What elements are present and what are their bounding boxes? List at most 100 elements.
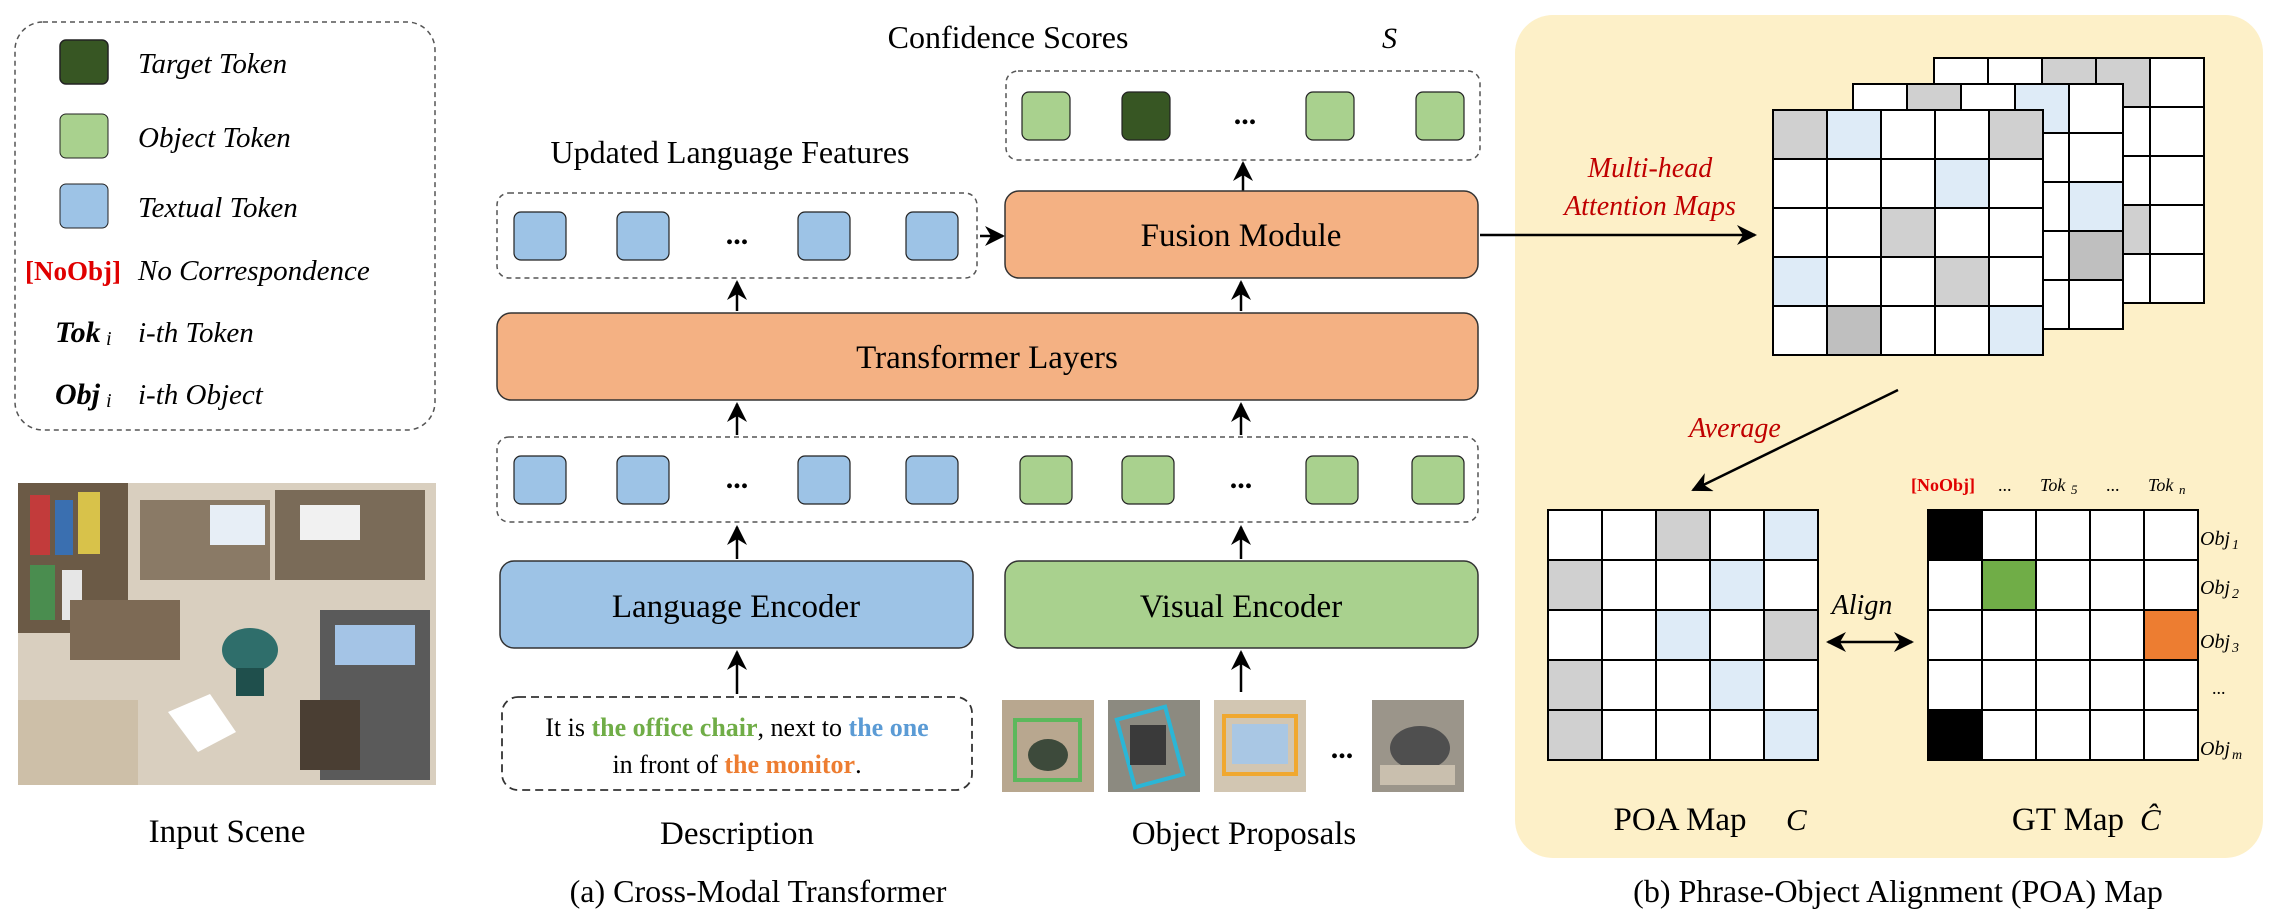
legend-noobj-tag: [NoObj] bbox=[25, 256, 121, 286]
gt-row-objm: Obj bbox=[2200, 738, 2230, 760]
transformer-layers-block bbox=[496, 312, 1479, 401]
gt-cell bbox=[1981, 609, 2037, 661]
input-object-token-3 bbox=[1305, 455, 1359, 505]
poa-cell bbox=[1547, 559, 1603, 611]
object-proposal-2 bbox=[1108, 700, 1200, 792]
object-proposals-label: Object Proposals bbox=[1132, 816, 1357, 852]
poa-cell bbox=[1655, 659, 1711, 711]
confidence-token-3 bbox=[1305, 91, 1355, 141]
updated-token-3 bbox=[797, 211, 851, 261]
confidence-token-1 bbox=[1021, 91, 1071, 141]
gt-map-label: GT Map bbox=[2012, 802, 2124, 838]
gt-cell bbox=[2089, 559, 2145, 611]
gt-cell bbox=[1927, 509, 1983, 561]
confidence-token-4 bbox=[1415, 91, 1465, 141]
updated-token-1 bbox=[513, 211, 567, 261]
gt-row-obj2: Obj bbox=[2200, 577, 2230, 599]
legend-textual-swatch bbox=[59, 183, 109, 229]
gt-cell bbox=[1927, 609, 1983, 661]
description-monitor-phrase: the monitor bbox=[724, 750, 855, 779]
attention-back-cell bbox=[2149, 106, 2205, 157]
poa-cell bbox=[1763, 609, 1819, 661]
attention-front-cell bbox=[1880, 109, 1936, 160]
gt-cell bbox=[1981, 559, 2037, 611]
poa-cell bbox=[1709, 559, 1765, 611]
poa-cell bbox=[1547, 609, 1603, 661]
legend-object-swatch bbox=[59, 113, 109, 159]
attention-front-cell bbox=[1988, 305, 2044, 356]
legend-object-label: Object Token bbox=[138, 122, 291, 154]
input-token-container bbox=[496, 436, 1479, 523]
attention-front-cell bbox=[1988, 158, 2044, 209]
poa-cell bbox=[1655, 559, 1711, 611]
poa-cell bbox=[1601, 659, 1657, 711]
panel-a-caption: (a) Cross-Modal Transformer bbox=[570, 873, 947, 909]
confidence-scores-symbol: S bbox=[1382, 22, 1397, 55]
description-part-1: It is bbox=[545, 713, 591, 742]
poa-cell bbox=[1655, 609, 1711, 661]
input-scene-label: Input Scene bbox=[149, 814, 306, 850]
confidence-token-container bbox=[1005, 70, 1481, 161]
average-label: Average bbox=[1687, 413, 1781, 444]
input-text-token-3 bbox=[797, 455, 851, 505]
proposals-ellipsis: ... bbox=[1331, 732, 1354, 765]
poa-map-label: POA Map bbox=[1614, 802, 1747, 838]
description-part-3: , next to bbox=[758, 713, 849, 742]
gt-cell bbox=[2143, 659, 2199, 711]
language-encoder-label: Language Encoder bbox=[612, 589, 860, 625]
multihead-label-line1: Multi-head bbox=[1587, 153, 1713, 184]
gt-cell bbox=[2143, 509, 2199, 561]
poa-cell bbox=[1547, 509, 1603, 561]
gt-cell bbox=[2143, 709, 2199, 761]
legend-tok-desc: i-th Token bbox=[138, 317, 254, 349]
description-anchor-phrase: the one bbox=[849, 713, 929, 742]
attention-front-cell bbox=[1772, 305, 1828, 356]
poa-cell bbox=[1763, 559, 1819, 611]
legend-obj-desc: i-th Object bbox=[138, 379, 264, 411]
attention-front-cell bbox=[1772, 158, 1828, 209]
poa-cell bbox=[1601, 709, 1657, 761]
poa-cell bbox=[1601, 559, 1657, 611]
updated-token-4 bbox=[905, 211, 959, 261]
attention-front-cell bbox=[1826, 207, 1882, 258]
gt-cell bbox=[1927, 709, 1983, 761]
poa-cell bbox=[1547, 709, 1603, 761]
gt-row-obj2-sub: 2 bbox=[2232, 587, 2239, 602]
gt-row-obj3-sub: 3 bbox=[2231, 641, 2239, 656]
attention-front-cell bbox=[1880, 256, 1936, 307]
description-label: Description bbox=[660, 816, 814, 852]
description-line-2: in front of the monitor. bbox=[612, 750, 861, 779]
attention-middle-cell bbox=[2068, 181, 2124, 232]
object-proposal-3 bbox=[1214, 700, 1306, 792]
legend-textual-label: Textual Token bbox=[138, 192, 298, 224]
attention-middle-cell bbox=[2068, 279, 2124, 330]
confidence-scores-label: Confidence Scores bbox=[888, 19, 1129, 55]
poa-cell bbox=[1655, 509, 1711, 561]
gt-cell bbox=[2035, 659, 2091, 711]
attention-front-cell bbox=[1934, 109, 1990, 160]
poa-cell bbox=[1709, 659, 1765, 711]
gt-row-obj1-sub: 1 bbox=[2232, 538, 2239, 553]
attention-front-cell bbox=[1880, 207, 1936, 258]
language-encoder-block bbox=[499, 560, 974, 649]
gt-cell bbox=[2035, 609, 2091, 661]
legend-target-swatch bbox=[59, 39, 109, 85]
confidence-token-target bbox=[1121, 91, 1171, 141]
gt-row-objm-sub: m bbox=[2232, 748, 2242, 763]
input-scene-image bbox=[18, 483, 436, 785]
gt-cell bbox=[2035, 559, 2091, 611]
attention-back-cell bbox=[2149, 155, 2205, 206]
attention-front-cell bbox=[1988, 109, 2044, 160]
attention-front-cell bbox=[1934, 256, 1990, 307]
fusion-module-label: Fusion Module bbox=[1141, 218, 1342, 254]
visual-encoder-block bbox=[1004, 560, 1479, 649]
updated-ellipsis: ... bbox=[726, 218, 749, 251]
legend: Target Token Object Token Textual Token … bbox=[14, 21, 436, 431]
legend-tok-subscript: i bbox=[106, 328, 112, 350]
description-part-7: . bbox=[855, 750, 862, 779]
input-text-token-1 bbox=[513, 455, 567, 505]
attention-front-cell bbox=[1826, 305, 1882, 356]
poa-cell bbox=[1655, 709, 1711, 761]
gt-map-grid bbox=[1927, 509, 2199, 761]
gt-cell bbox=[1981, 709, 2037, 761]
